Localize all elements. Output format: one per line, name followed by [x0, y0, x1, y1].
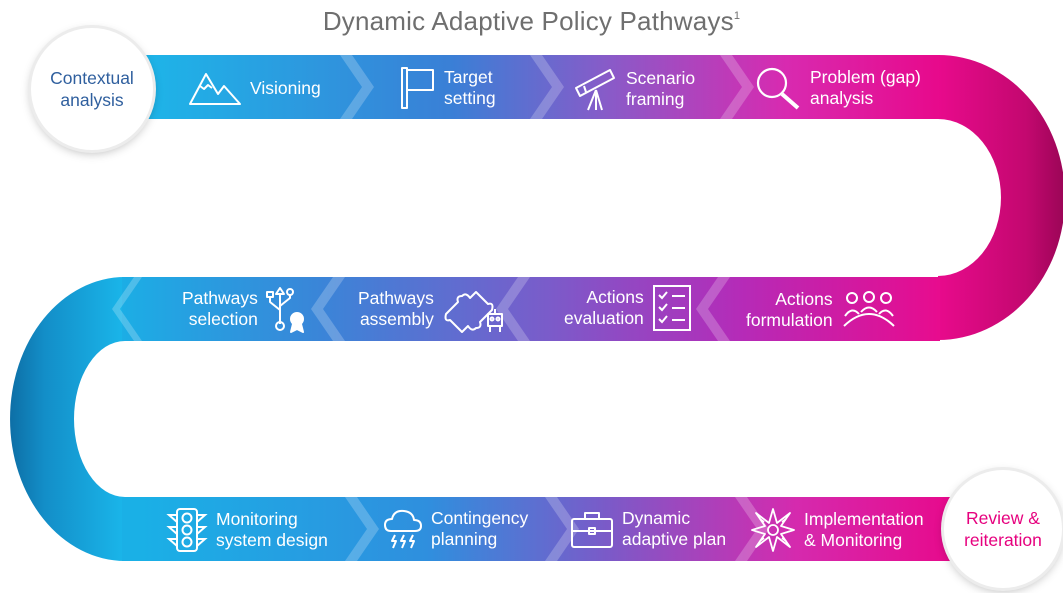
start-node-contextual-analysis: Contextual analysis	[31, 28, 153, 150]
start-node-label: Contextual analysis	[50, 68, 134, 110]
storm-cloud-icon	[384, 509, 422, 549]
row-1-band	[140, 55, 940, 119]
diagram-title: Dynamic Adaptive Policy Pathways1	[0, 6, 1063, 37]
title-footnote: 1	[733, 10, 741, 22]
step-label: Pathways assembly	[358, 288, 434, 329]
step-label: Problem (gap) analysis	[810, 67, 921, 108]
step-actions-evaluation: Actions evaluation	[564, 284, 692, 332]
telescope-icon	[575, 69, 615, 111]
flag-icon	[401, 67, 434, 109]
step-monitoring-system-design: Monitoring system design	[166, 507, 328, 553]
step-label: Visioning	[250, 77, 321, 98]
step-actions-formulation: Actions formulation	[746, 289, 897, 331]
row-2-band	[122, 277, 940, 341]
step-label: Scenario framing	[626, 68, 696, 109]
step-label: Actions formulation	[746, 289, 833, 330]
step-problem-analysis: Problem (gap) analysis	[754, 66, 921, 110]
left-curve	[10, 277, 125, 561]
step-label: Dynamic adaptive plan	[622, 508, 727, 549]
step-label: Implementation & Monitoring	[804, 509, 924, 550]
step-target-setting: Target setting	[400, 66, 496, 110]
step-pathways-assembly: Pathways assembly	[358, 284, 508, 334]
mountain-icon	[189, 73, 241, 105]
step-contingency-planning: Contingency planning	[383, 507, 528, 551]
title-text: Dynamic Adaptive Policy Pathways	[322, 6, 734, 36]
step-visioning: Visioning	[188, 70, 321, 106]
step-label: Target setting	[444, 67, 496, 108]
step-dynamic-adaptive-plan: Dynamic adaptive plan	[570, 508, 726, 550]
magnifier-icon	[756, 67, 800, 110]
step-scenario-framing: Scenario framing	[572, 66, 695, 112]
step-label: Actions evaluation	[564, 287, 644, 328]
step-label: Pathways selection	[182, 288, 258, 329]
step-label: Monitoring system design	[216, 509, 328, 550]
traffic-light-icon	[166, 508, 208, 552]
puzzle-robot-icon	[444, 291, 503, 333]
star-burst-icon	[751, 508, 795, 552]
row-3-band	[122, 497, 952, 561]
step-implementation-monitoring: Implementation & Monitoring	[750, 507, 924, 553]
end-node-review-reiteration: Review & reiteration	[944, 470, 1062, 588]
right-curve	[938, 55, 1063, 340]
step-pathways-selection: Pathways selection	[182, 284, 306, 334]
people-icon	[842, 291, 895, 327]
step-label: Contingency planning	[431, 508, 529, 549]
briefcase-icon	[571, 512, 613, 548]
end-node-label: Review & reiteration	[964, 508, 1042, 550]
checklist-icon	[652, 285, 691, 331]
usb-award-icon	[265, 287, 304, 333]
